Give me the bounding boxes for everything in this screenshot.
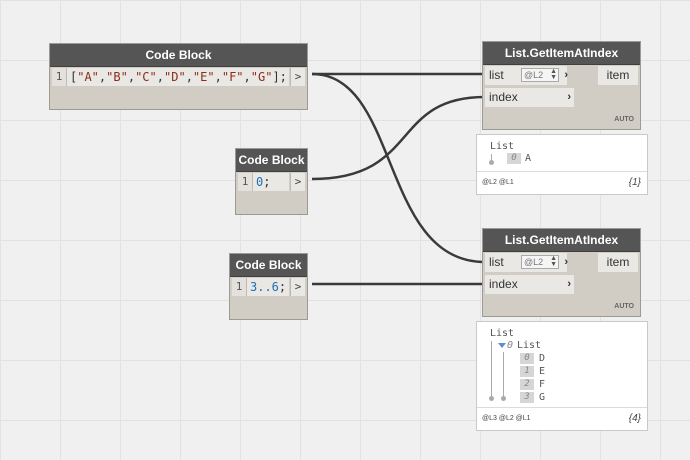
preview-footer: @L3 @L2 @L1 {4} [477,407,647,430]
preview-levels: @L2 @L1 [482,179,514,186]
preview-bubble-2[interactable]: List 0 List 0 D 1 E 2 F 3 G @L3 @L2 @L1 … [476,321,648,431]
preview-levels: @L3 @L2 @L1 [482,415,531,422]
node-title[interactable]: Code Block [236,149,307,172]
lacing-level-selector[interactable]: @L2▲▼ [521,68,559,82]
preview-sublist-index: 0 [507,340,514,351]
expand-triangle-icon[interactable] [498,343,506,348]
preview-sublist-header: List [517,340,542,351]
code-editor[interactable]: 1 ["A","B","C","D","E","F","G"]; [52,68,289,86]
get-item-at-index-node-1[interactable]: List.GetItemAtIndex list @L2▲▼ › index ›… [482,41,641,130]
tree-line-inner [503,352,504,397]
line-number: 1 [238,173,253,191]
get-item-at-index-node-2[interactable]: List.GetItemAtIndex list @L2▲▼ › index ›… [482,228,641,317]
code-block-node-3[interactable]: Code Block 1 3..6; > [229,253,308,320]
preview-bubble-1[interactable]: List 0 A @L2 @L1 {1} [476,134,648,195]
code-editor[interactable]: 1 0; [238,173,289,191]
output-port[interactable]: > [290,68,305,86]
output-port[interactable]: > [290,173,305,191]
lacing-level-selector[interactable]: @L2▲▼ [521,255,559,269]
code-block-node-1[interactable]: Code Block 1 ["A","B","C","D","E","F","G… [49,43,308,110]
input-port-index[interactable]: index › [485,275,574,294]
lacing-mode-label: AUTO [614,303,634,310]
preview-item-value: G [539,392,546,403]
preview-item-value: D [539,353,546,364]
code-text[interactable]: 0; [256,175,271,189]
port-label: list [489,68,504,82]
port-label: list [489,255,504,269]
tree-end-dot [489,396,494,401]
tree-end-dot [489,160,494,165]
preview-item-index: 0 [507,153,521,164]
preview-item-index: 0 [520,353,534,364]
code-text[interactable]: 3..6; [250,280,287,294]
input-port-index[interactable]: index › [485,88,574,107]
output-port[interactable]: > [290,278,305,296]
preview-item-value: E [539,366,546,377]
code-block-node-2[interactable]: Code Block 1 0; > [235,148,308,215]
lacing-mode-label: AUTO [614,116,634,123]
line-number: 1 [232,278,247,296]
input-port-list[interactable]: list @L2▲▼ › [485,253,568,272]
port-label: index [489,277,518,291]
code-editor[interactable]: 1 3..6; [232,278,289,296]
chevron-right-icon[interactable]: › [567,278,571,290]
line-number: 1 [52,68,67,86]
node-title[interactable]: Code Block [230,254,307,277]
spinner-arrows-icon[interactable]: ▲▼ [550,255,557,268]
wire-cb2-to-index1[interactable] [311,95,486,181]
wire-cb1-to-list2[interactable] [311,72,486,264]
preview-item-value: F [539,379,546,390]
tree-line-outer [491,341,492,397]
spinner-arrows-icon[interactable]: ▲▼ [550,68,557,81]
preview-item-index: 3 [520,392,534,403]
preview-list-header: List [490,328,515,339]
tree-end-dot [501,396,506,401]
preview-item-index: 1 [520,366,534,377]
preview-item-index: 2 [520,379,534,390]
preview-footer: @L2 @L1 {1} [477,171,647,194]
input-port-list[interactable]: list @L2▲▼ › [485,66,568,85]
preview-list-header: List [490,141,515,152]
node-title[interactable]: List.GetItemAtIndex [483,229,640,252]
port-label: index [489,90,518,104]
output-port-item[interactable]: item [598,66,638,85]
code-text[interactable]: ["A","B","C","D","E","F","G"]; [70,70,287,84]
chevron-right-icon[interactable]: › [564,256,568,268]
chevron-right-icon[interactable]: › [567,91,571,103]
preview-item-value: A [525,153,532,164]
output-port-item[interactable]: item [598,253,638,272]
node-title[interactable]: List.GetItemAtIndex [483,42,640,65]
tree-line [491,154,492,162]
preview-count: {1} [628,177,641,188]
chevron-right-icon[interactable]: › [564,69,568,81]
preview-count: {4} [628,413,641,424]
node-title[interactable]: Code Block [50,44,307,67]
